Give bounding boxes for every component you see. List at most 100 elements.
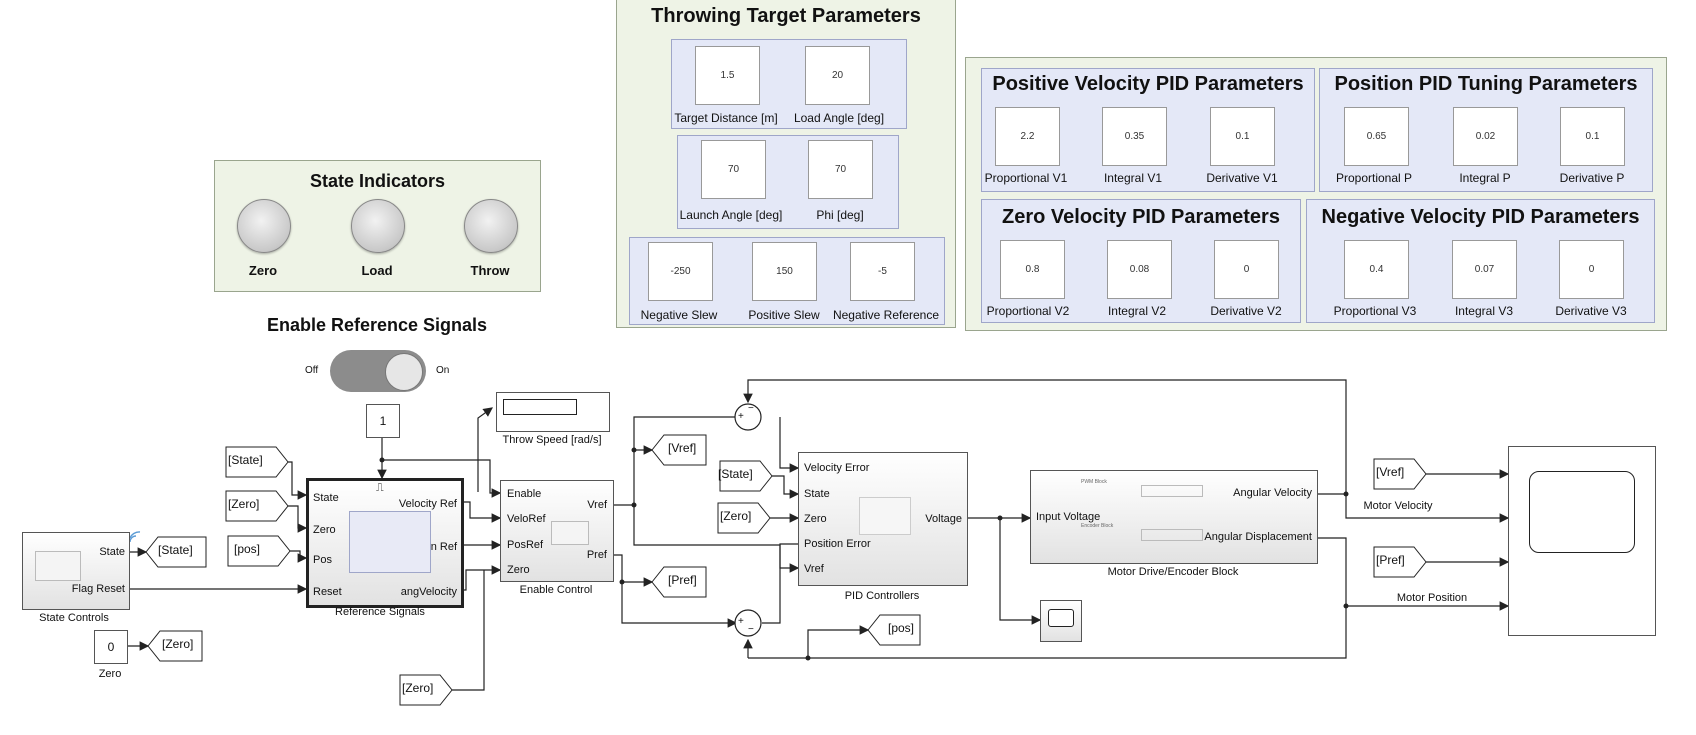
wire-state-pid (770, 475, 800, 499)
ref-state-port: State (313, 492, 339, 504)
wire-vref-sum (633, 412, 754, 505)
integral-v1-field[interactable]: 0.35 (1102, 107, 1167, 166)
velocity-sum-plus: + (738, 411, 744, 422)
throwing-target-panel: Throwing Target Parameters 1.5 20 Target… (616, 0, 956, 328)
enable-enable-port: Enable (507, 488, 542, 500)
pos-from-shape-1 (227, 535, 291, 567)
state-from-shape-2 (719, 460, 773, 492)
throw-lamp-label: Throw (470, 263, 510, 278)
derivative-p-field[interactable]: 0.1 (1560, 107, 1625, 166)
const-one-block[interactable]: 1 (366, 404, 400, 438)
ref-velocity-port: Velocity Ref (398, 498, 457, 510)
launch-angle-label: Launch Angle [deg] (679, 208, 783, 222)
wire-pos-ref (290, 550, 308, 563)
state-controls-thumbnail (35, 551, 81, 581)
positive-velocity-pid-panel: Positive Velocity PID Parameters 2.2 0.3… (981, 68, 1315, 192)
negative-slew-label: Negative Slew (640, 308, 718, 322)
enable-reference-title: Enable Reference Signals (266, 315, 488, 335)
const-one-value: 1 (379, 414, 387, 428)
position-sum-plus: + (738, 616, 744, 627)
motor-thumbnail-1 (1141, 485, 1203, 497)
wire-pref-goto (612, 554, 654, 587)
phi-field[interactable]: 70 (808, 140, 873, 199)
derivative-v1-label: Derivative V1 (1206, 171, 1278, 185)
main-scope-block[interactable] (1508, 446, 1656, 636)
vref-goto-shape (651, 434, 707, 466)
positive-velocity-title: Positive Velocity PID Parameters (992, 73, 1304, 95)
integral-v1-label: Integral V1 (1103, 171, 1163, 185)
launch-angle-field[interactable]: 70 (701, 140, 766, 199)
enable-veloref-port: VeloRef (507, 513, 546, 525)
target-distance-field[interactable]: 1.5 (695, 46, 760, 105)
derivative-p-label: Derivative P (1559, 171, 1625, 185)
pid-vref-port: Vref (804, 563, 824, 575)
throw-speed-label: Throw Speed [rad/s] (502, 434, 602, 446)
integral-v3-field[interactable]: 0.07 (1452, 240, 1517, 299)
derivative-v2-field[interactable]: 0 (1214, 240, 1279, 299)
proportional-v1-label: Proportional V1 (984, 171, 1068, 185)
zero-velocity-pid-panel: Zero Velocity PID Parameters 0.8 0.08 0 … (981, 199, 1301, 323)
main-scope-screen (1529, 471, 1635, 553)
state-controls-label: State Controls (39, 612, 109, 624)
throw-state-lamp (464, 199, 518, 253)
ref-pos-port: Pos (313, 554, 332, 566)
enable-thumbnail (551, 521, 589, 545)
ref-reset-port: Reset (313, 586, 342, 598)
proportional-p-field[interactable]: 0.65 (1344, 107, 1409, 166)
pid-controllers-block[interactable]: Velocity Error State Zero Position Error… (798, 452, 968, 586)
derivative-v3-field[interactable]: 0 (1559, 240, 1624, 299)
proportional-v3-field[interactable]: 0.4 (1344, 240, 1409, 299)
throwing-target-title: Throwing Target Parameters (651, 5, 921, 27)
wire-velocity-error (779, 417, 800, 473)
wire-enable (382, 459, 502, 498)
negative-reference-field[interactable]: -5 (850, 242, 915, 301)
position-pid-title: Position PID Tuning Parameters (1334, 73, 1638, 95)
target-subpanel-2: 70 70 Launch Angle [deg] Phi [deg] (677, 135, 899, 229)
position-sum-minus: − (748, 624, 754, 635)
state-from-tag-1: [State] (228, 453, 263, 467)
negative-slew-field[interactable]: -250 (648, 242, 713, 301)
wire-zero-enable (452, 570, 485, 691)
wire-motor-velocity (1345, 494, 1510, 523)
throw-speed-display (496, 392, 610, 432)
load-angle-label: Load Angle [deg] (793, 111, 885, 125)
proportional-v2-field[interactable]: 0.8 (1000, 240, 1065, 299)
enable-reference-switch[interactable] (330, 350, 426, 392)
state-from-tag-2: [State] (718, 467, 753, 481)
pref-from-shape (1373, 546, 1427, 578)
zero-lamp-label: Zero (248, 263, 278, 278)
voltage-scope-block[interactable] (1040, 600, 1082, 642)
integral-v2-field[interactable]: 0.08 (1107, 240, 1172, 299)
wire-pos-goto (807, 625, 870, 658)
load-angle-field[interactable]: 20 (805, 46, 870, 105)
signal-wifi-icon (129, 531, 141, 543)
wire-vref-pid (633, 505, 800, 573)
negative-reference-label: Negative Reference (832, 308, 940, 322)
derivative-v1-field[interactable]: 0.1 (1210, 107, 1275, 166)
zero-from-shape-1 (225, 490, 289, 522)
ref-angvelocity-port: angVelocity (400, 586, 457, 598)
target-subpanel-3: -250 150 -5 Negative Slew Positive Slew … (629, 237, 945, 325)
target-distance-label: Target Distance [m] (674, 111, 778, 125)
reference-signals-block[interactable]: State Zero Pos Reset Velocity Ref Positi… (306, 478, 464, 608)
pid-velocity-error-port: Velocity Error (804, 462, 870, 474)
motor-pwm-label: PWM Block (1081, 479, 1107, 485)
zero-velocity-title: Zero Velocity PID Parameters (1002, 206, 1280, 228)
enable-zero-port: Zero (507, 564, 530, 576)
pid-state-port: State (804, 488, 830, 500)
const-zero-block[interactable]: 0 (94, 630, 128, 664)
pid-controllers-label: PID Controllers (844, 590, 920, 602)
motor-thumbnail-2 (1141, 529, 1203, 541)
positive-slew-field[interactable]: 150 (752, 242, 817, 301)
motor-drive-block[interactable]: Input Voltage Angular Velocity Angular D… (1030, 470, 1318, 564)
enable-control-block[interactable]: Enable VeloRef PosRef Zero Vref Pref (500, 480, 614, 582)
pid-thumbnail (859, 497, 911, 535)
pos-goto-tag: [pos] (888, 621, 915, 635)
integral-p-field[interactable]: 0.02 (1453, 107, 1518, 166)
state-controls-block[interactable]: State Flag Reset (22, 532, 130, 610)
state-controls-flag-reset-port: Flag Reset (71, 583, 125, 595)
proportional-v1-field[interactable]: 2.2 (995, 107, 1060, 166)
enable-control-label: Enable Control (519, 584, 593, 596)
motor-velocity-label: Motor Velocity (1363, 500, 1433, 512)
zero-from-shape-3 (717, 502, 771, 534)
